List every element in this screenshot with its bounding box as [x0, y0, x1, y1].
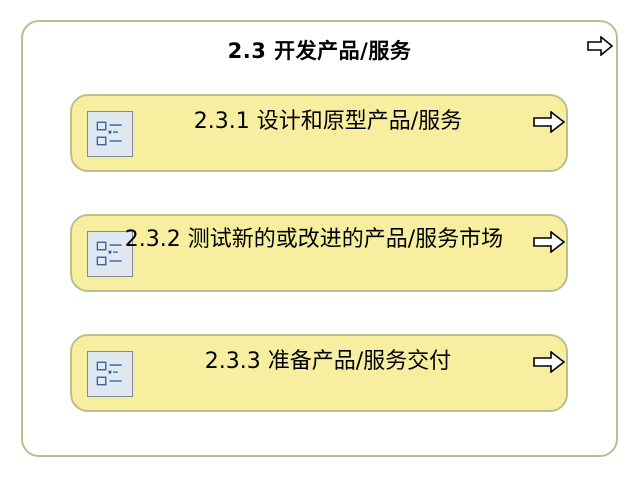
- subprocess-box-2-3-2[interactable]: 2.3.2 测试新的或改进的产品/服务市场: [70, 214, 568, 292]
- right-arrow-outline-icon[interactable]: [586, 36, 614, 56]
- subprocess-label: 2.3.2 测试新的或改进的产品/服务市场: [124, 227, 504, 252]
- process-container: 2.3 开发产品/服务 2.3.1 设计和原型产品/服务: [21, 20, 618, 457]
- right-arrow-outline-icon[interactable]: [532, 111, 566, 133]
- list-tree-icon: [87, 111, 133, 157]
- subprocess-box-2-3-1[interactable]: 2.3.1 设计和原型产品/服务: [70, 94, 568, 172]
- right-arrow-outline-icon[interactable]: [532, 231, 566, 253]
- subprocess-label: 2.3.1 设计和原型产品/服务: [193, 109, 463, 134]
- right-arrow-outline-icon[interactable]: [532, 351, 566, 373]
- list-tree-icon: [87, 231, 133, 277]
- container-title: 2.3 开发产品/服务: [227, 39, 412, 63]
- subprocess-box-2-3-3[interactable]: 2.3.3 准备产品/服务交付: [70, 334, 568, 412]
- subprocess-label: 2.3.3 准备产品/服务交付: [204, 349, 452, 374]
- list-tree-icon: [87, 351, 133, 397]
